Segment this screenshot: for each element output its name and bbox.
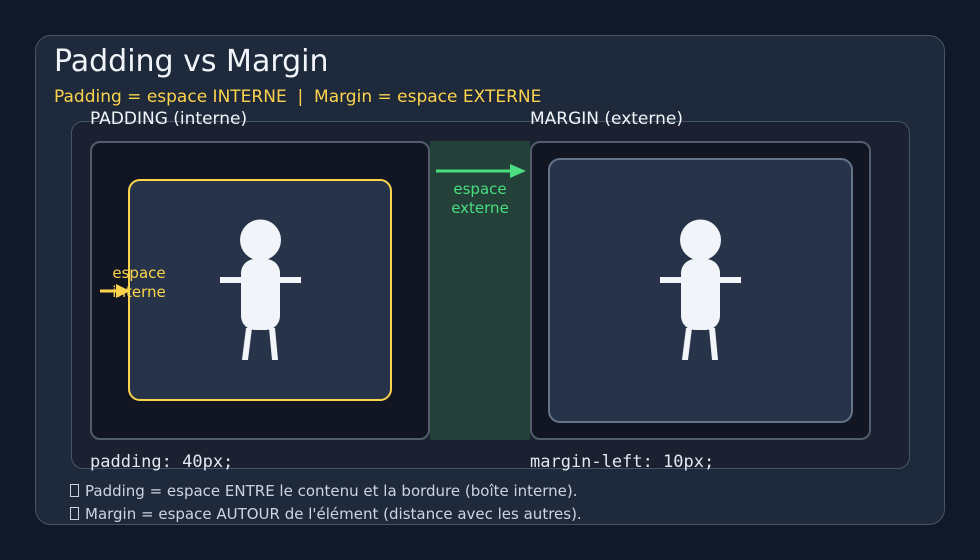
note-padding: Padding = espace ENTRE le contenu et la … xyxy=(70,482,578,500)
arrow-right-icon xyxy=(436,164,526,178)
note-padding-text: Padding = espace ENTRE le contenu et la … xyxy=(85,482,578,500)
margin-code: margin-left: 10px; xyxy=(530,452,715,472)
margin-annotation-line2: externe xyxy=(451,199,509,217)
margin-panel-label: MARGIN (externe) xyxy=(530,109,683,129)
info-icon xyxy=(70,507,79,520)
padding-code: padding: 40px; xyxy=(90,452,234,472)
margin-zone xyxy=(430,141,530,440)
padding-annotation-line2: interne xyxy=(112,283,166,301)
note-margin-text: Margin = espace AUTOUR de l'élément (dis… xyxy=(85,505,582,523)
margin-annotation-line1: espace xyxy=(453,180,507,198)
info-icon xyxy=(70,484,79,497)
page-subtitle: Padding = espace INTERNE | Margin = espa… xyxy=(54,87,542,107)
margin-annotation: espace externe xyxy=(430,180,530,218)
padding-annotation-line1: espace xyxy=(112,264,166,282)
padding-annotation: espace interne xyxy=(100,264,178,302)
margin-content-box xyxy=(548,158,853,423)
person-icon xyxy=(220,219,301,360)
person-icon xyxy=(660,219,741,360)
padding-panel-label: PADDING (interne) xyxy=(90,109,248,129)
page-title: Padding vs Margin xyxy=(54,44,329,79)
note-margin: Margin = espace AUTOUR de l'élément (dis… xyxy=(70,505,582,523)
arrow-right-icon xyxy=(100,284,130,298)
